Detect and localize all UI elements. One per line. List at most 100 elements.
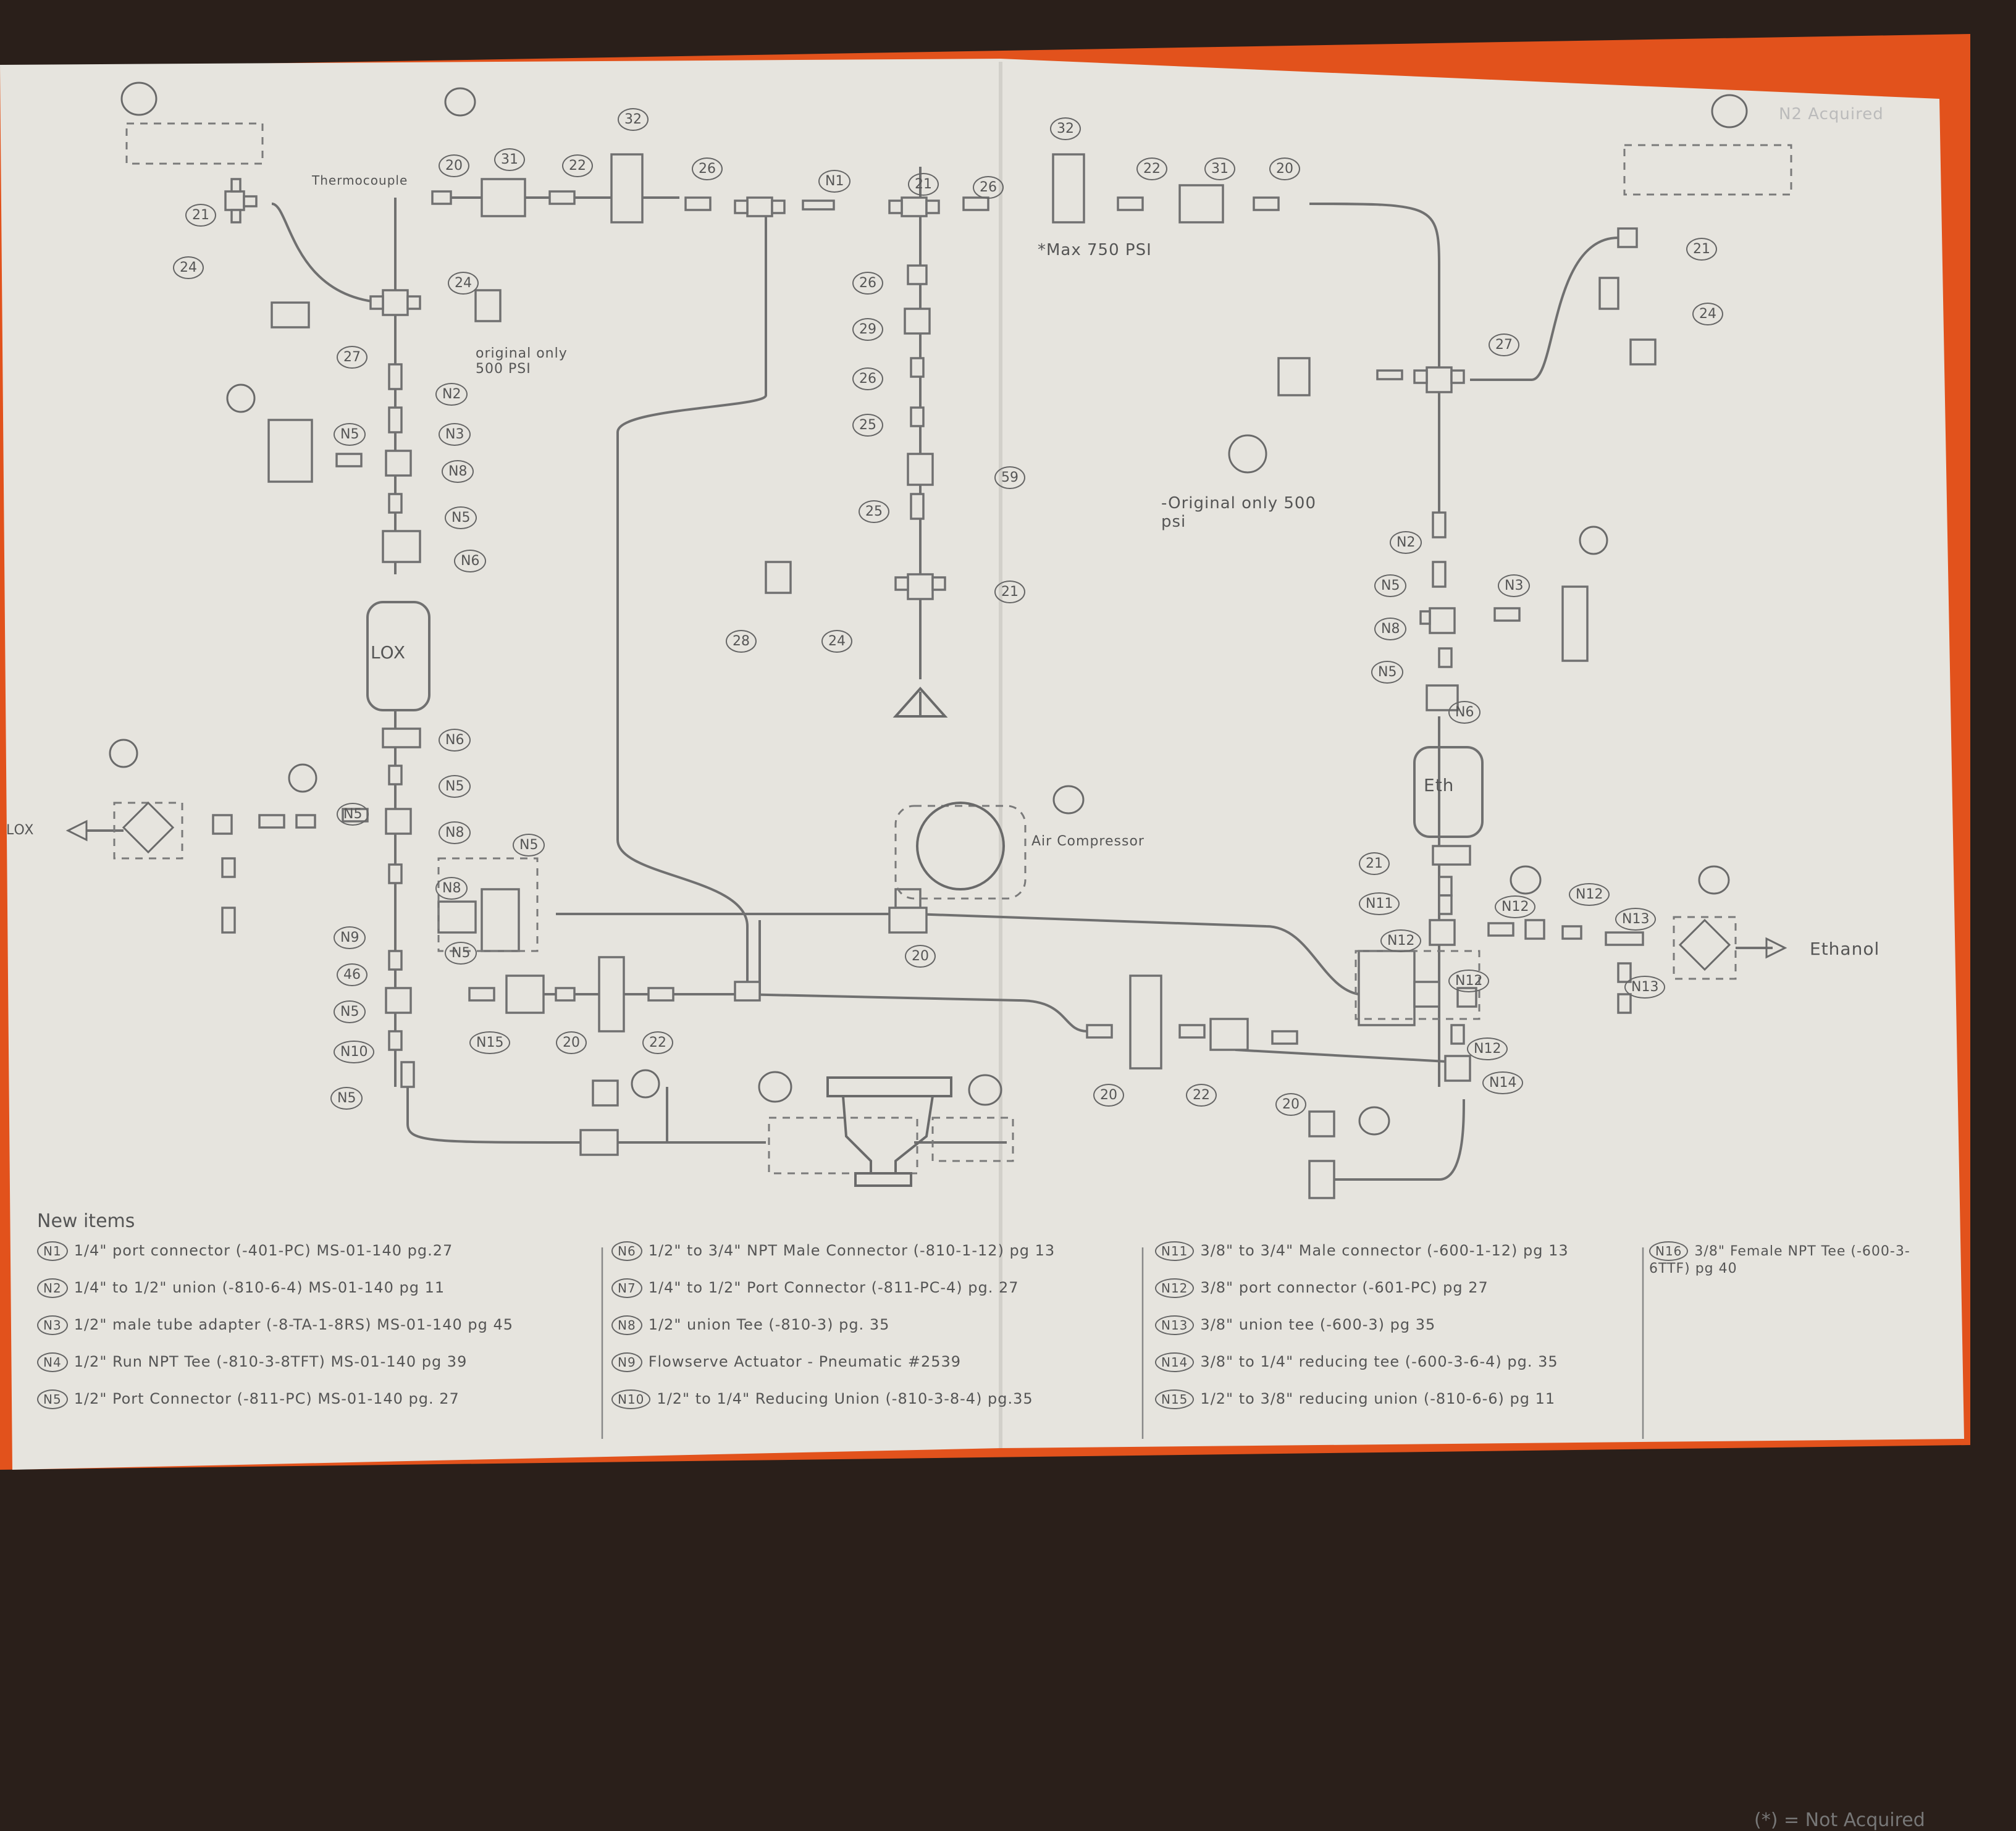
part-label: 22 <box>642 1031 673 1054</box>
part-label: N3 <box>1498 574 1531 597</box>
part-label: N8 <box>1374 618 1407 640</box>
part-label: 27 <box>337 346 368 369</box>
part-label: N2 <box>435 383 468 406</box>
part-label: N5 <box>337 803 369 826</box>
part-label: N6 <box>454 550 487 572</box>
part-label: 26 <box>852 367 883 390</box>
legend-code: N12 <box>1155 1278 1195 1298</box>
part-label: 27 <box>1489 333 1519 356</box>
legend-text: 1/4" to 1/2" Port Connector (-811-PC-4) … <box>648 1279 1019 1296</box>
part-label: 25 <box>859 500 889 523</box>
air-compressor-label: Air Compressor <box>1031 834 1144 849</box>
label-circles <box>109 82 1748 1136</box>
part-label: 20 <box>439 154 469 177</box>
legend-text: 1/2" Port Connector (-811-PC) MS-01-140 … <box>74 1390 460 1407</box>
part-label: 21 <box>185 204 216 227</box>
part-label: 26 <box>973 176 1004 199</box>
not-acquired-boxes <box>113 122 1792 1175</box>
legend-code: N15 <box>1155 1389 1195 1409</box>
legend-code: N4 <box>37 1352 68 1372</box>
part-label: N1 <box>818 170 851 193</box>
eth-tank <box>1413 746 1484 838</box>
legend-code: N6 <box>611 1241 642 1261</box>
legend-text: 1/2" male tube adapter (-8-TA-1-8RS) MS-… <box>74 1316 514 1333</box>
part-label: 46 <box>337 963 368 986</box>
original-note-left: original only 500 PSI <box>476 346 568 377</box>
part-label: N8 <box>442 460 474 483</box>
part-label: N5 <box>439 775 471 798</box>
part-label: N6 <box>439 729 471 752</box>
legend-text: 1/4" port connector (-401-PC) MS-01-140 … <box>74 1242 453 1259</box>
legend-text: 3/8" union tee (-600-3) pg 35 <box>1200 1316 1436 1333</box>
legend-item: N3 1/2" male tube adapter (-8-TA-1-8RS) M… <box>37 1315 513 1335</box>
legend-dividers <box>601 1247 1644 1439</box>
lox-inlet-arrow <box>65 819 88 842</box>
part-label: 24 <box>1692 303 1723 325</box>
part-label: N5 <box>1371 661 1404 684</box>
pipe <box>271 203 384 304</box>
diagram-canvas <box>0 34 1970 1470</box>
part-label: N13 <box>1624 976 1666 999</box>
legend-code: N10 <box>611 1389 651 1409</box>
vent-triangle <box>892 686 948 718</box>
part-label: 22 <box>1186 1084 1217 1107</box>
lox-tank <box>366 601 430 711</box>
legend-text: 1/2" to 3/8" reducing union (-810-6-6) p… <box>1200 1390 1556 1407</box>
part-label: 32 <box>1050 117 1081 140</box>
legend-text: 1/2" Run NPT Tee (-810-3-8TFT) MS-01-140… <box>74 1353 468 1370</box>
legend-code: N2 <box>37 1278 68 1298</box>
part-label: N12 <box>1380 929 1422 952</box>
eth-inlet-arrow <box>1765 937 1787 959</box>
part-label: 26 <box>692 157 723 180</box>
part-label: 31 <box>1204 157 1235 180</box>
thermocouple-label: Thermocouple <box>312 173 408 188</box>
legend-code: N3 <box>37 1315 68 1335</box>
part-label: 20 <box>556 1031 587 1054</box>
part-label: 29 <box>852 318 883 341</box>
part-label: 22 <box>562 154 593 177</box>
lox-inlet-label: LOX <box>6 823 35 838</box>
part-label: 28 <box>726 630 757 653</box>
legend-heading: New items <box>37 1210 135 1232</box>
part-label: 25 <box>852 414 883 437</box>
legend-item: N9 Flowserve Actuator - Pneumatic #2539 <box>611 1352 961 1372</box>
part-label: 20 <box>1093 1084 1124 1107</box>
legend-text: 3/8" Female NPT Tee (-600-3-6TTF) pg 40 <box>1649 1244 1910 1276</box>
part-label: N12 <box>1569 883 1610 906</box>
part-label: N5 <box>445 942 477 965</box>
paper-sheet <box>0 59 1964 1470</box>
part-label: 20 <box>1269 157 1300 180</box>
not-acquired-key: (*) = Not Acquired <box>1754 1809 1925 1831</box>
part-label: 26 <box>852 272 883 295</box>
part-label: N13 <box>1615 908 1657 931</box>
asterisk-icon: * <box>1761 1809 1771 1831</box>
part-label: N11 <box>1359 892 1400 915</box>
part-label: 32 <box>618 108 649 131</box>
part-label: N8 <box>435 877 468 900</box>
part-label: N5 <box>334 423 366 446</box>
part-label: 21 <box>994 580 1025 603</box>
part-label: N14 <box>1482 1071 1524 1094</box>
legend-code: N14 <box>1155 1352 1195 1372</box>
legend-code: N16 <box>1649 1241 1689 1261</box>
part-label: N6 <box>1448 701 1481 724</box>
legend-code: N1 <box>37 1241 68 1261</box>
legend-text: Flowserve Actuator - Pneumatic #2539 <box>648 1353 962 1370</box>
ethanol-inlet-label: Ethanol <box>1810 939 1880 959</box>
part-label: N5 <box>1374 574 1407 597</box>
legend-code: N5 <box>37 1389 68 1409</box>
part-label: N12 <box>1467 1037 1508 1060</box>
part-label: N8 <box>439 821 471 844</box>
legend-text: 1/2" to 3/4" NPT Male Connector (-810-1-… <box>648 1242 1056 1259</box>
part-label: N10 <box>334 1041 375 1063</box>
part-label: 22 <box>1136 157 1167 180</box>
legend-code: N9 <box>611 1352 642 1372</box>
